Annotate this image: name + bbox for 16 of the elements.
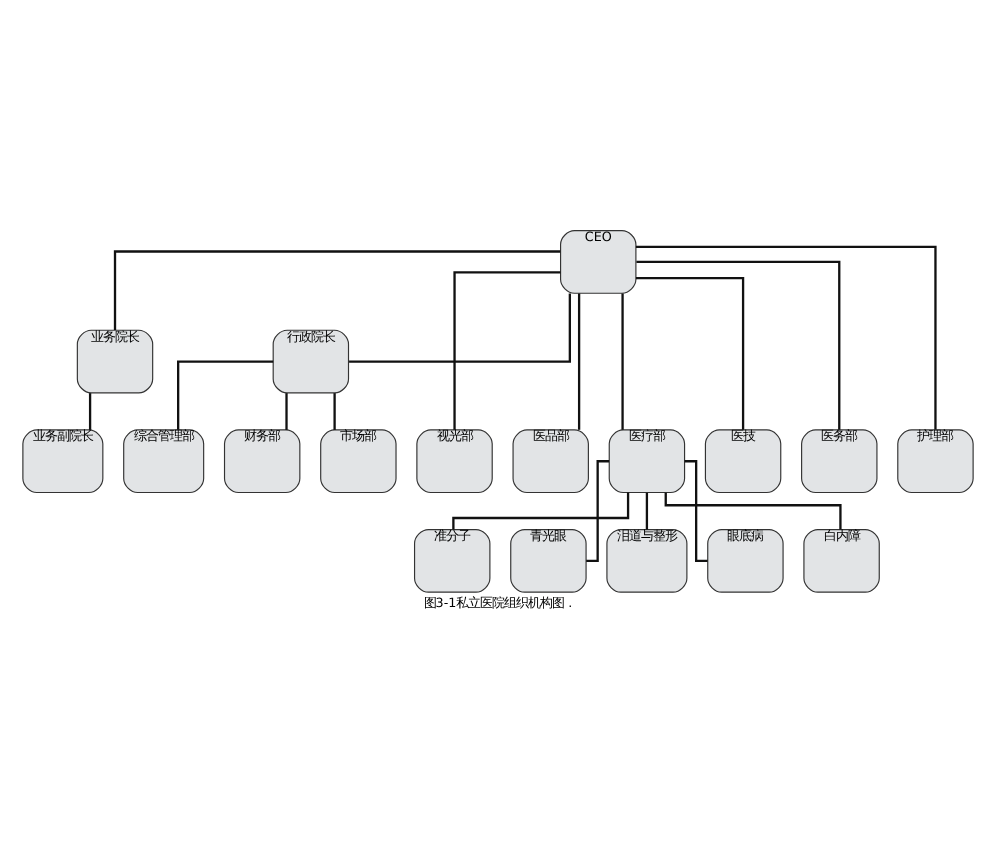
connector <box>453 270 561 429</box>
connector <box>452 491 630 529</box>
connector <box>88 392 92 429</box>
connector <box>635 244 937 429</box>
connector <box>621 292 624 429</box>
connector <box>684 459 708 562</box>
connector <box>586 459 610 562</box>
connector <box>635 276 745 429</box>
connector <box>636 259 841 429</box>
connector <box>285 392 288 429</box>
connector <box>349 292 571 362</box>
connector <box>645 491 649 529</box>
connector <box>113 249 561 330</box>
connector <box>577 292 581 429</box>
connector <box>333 392 336 429</box>
connector <box>177 359 274 429</box>
